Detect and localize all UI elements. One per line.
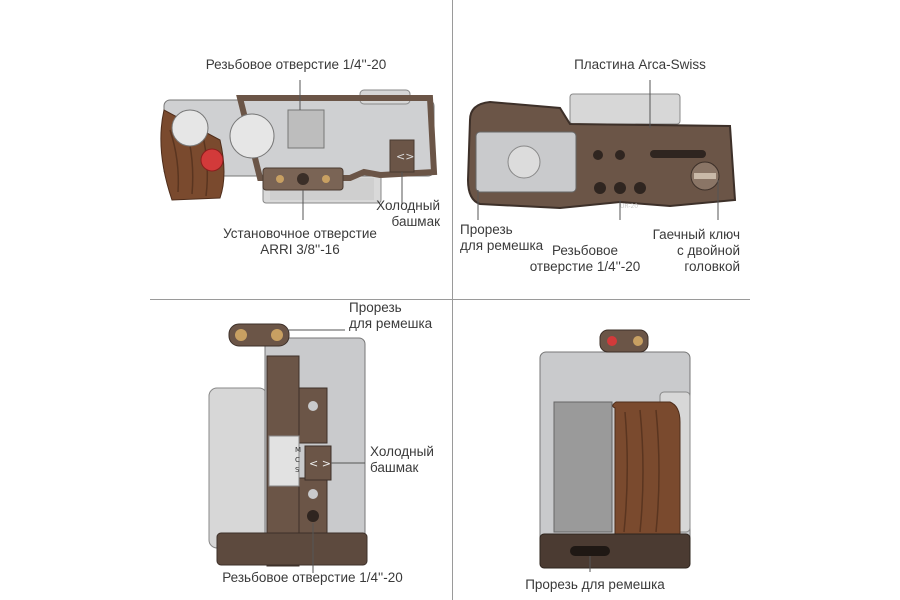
label-tr-wrench-line1: Гаечный ключ: [652, 227, 740, 242]
svg-text:< >: < >: [309, 457, 331, 470]
label-tr-arca: Пластина Arca-Swiss: [574, 57, 706, 72]
label-tr-strap-line2: для ремешка: [460, 238, 544, 253]
label-tr-wrench-line2: с двойной: [677, 243, 740, 258]
horizontal-divider: [150, 299, 750, 300]
label-tl-thread: Резьбовое отверстие 1/4''-20: [205, 57, 387, 72]
label-tr-thread-line2: отверстие 1/4''-20: [529, 259, 641, 274]
camera-top-view-illustration: <>: [160, 80, 438, 220]
label-bl-strap-line1: Прорезь: [349, 300, 402, 315]
label-tl-arri-line1: Установочное отверстие: [223, 226, 377, 241]
label-br-strap: Прорезь для ремешка: [525, 577, 665, 592]
camera-grip-view-illustration: [539, 329, 691, 572]
shoe-mark-c: C: [295, 456, 300, 464]
camera-bottom-view-illustration: UR-20: [466, 80, 737, 220]
svg-text:<>: <>: [396, 150, 414, 163]
shoe-mark-m: M: [295, 446, 301, 454]
label-tr-strap-line1: Прорезь: [460, 222, 513, 237]
label-bl-thread: Резьбовое отверстие 1/4''-20: [222, 570, 403, 585]
label-tl-shoe-line2: башмак: [391, 214, 440, 229]
camera-side-view-illustration: M C S < >: [208, 323, 368, 573]
label-bl-shoe-line1: Холодный: [370, 444, 434, 459]
cage-model-marking: UR-20: [620, 203, 638, 210]
label-tr-thread-line1: Резьбовое: [551, 243, 619, 258]
label-tr-wrench-line3: головкой: [684, 259, 740, 274]
vertical-divider: [452, 0, 453, 600]
label-tl-shoe-line1: Холодный: [376, 198, 440, 213]
label-bl-shoe-line2: башмак: [370, 460, 419, 475]
label-tl-arri-line2: ARRI 3/8''-16: [260, 242, 340, 257]
shoe-mark-s: S: [295, 466, 300, 474]
label-bl-strap-line2: для ремешка: [349, 316, 433, 331]
